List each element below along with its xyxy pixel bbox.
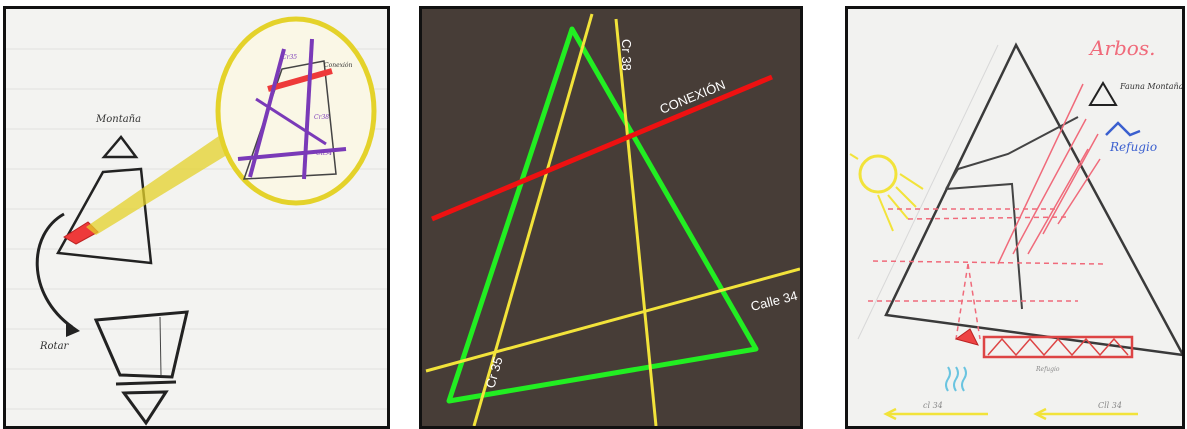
red-marker <box>956 329 978 345</box>
zoom-note-cll34: Cll34 <box>316 150 332 157</box>
small-triangle <box>104 137 136 157</box>
label-montana: Montaña <box>95 114 141 125</box>
truss-pattern <box>988 339 1128 355</box>
zoom-note-conexion: Conexión <box>324 62 353 69</box>
sketch-panel-fauna: Arbos. Fauna Montaña Refugio Refugio cl … <box>845 6 1185 429</box>
zoom-note-cr38: Cr38 <box>314 114 329 121</box>
legend-refugio: Refugio <box>1109 140 1157 154</box>
legend-triangle-icon <box>1090 83 1116 105</box>
wind-marks <box>946 367 966 391</box>
big-triangle <box>886 45 1182 355</box>
red-dashed-lines <box>868 209 1103 339</box>
inverted-trapezoid <box>96 312 187 377</box>
sketch-panel-mountain: Montaña Conexión Cr38 Cr35 Cll34 Rotar <box>3 6 390 429</box>
sketch-mountain-drawing: Montaña Conexión Cr38 Cr35 Cll34 Rotar <box>6 9 387 426</box>
streets-diagram: CONEXIÓN Cr 38 Cr 35 Calle 34 <box>422 9 800 426</box>
zoom-connector <box>86 127 240 235</box>
yellow-line-cr38 <box>616 19 656 426</box>
separator-line <box>116 382 176 384</box>
zoom-note-cr35: Cr35 <box>282 54 297 61</box>
label-calle34: Calle 34 <box>749 288 799 314</box>
label-cr38: Cr 38 <box>619 39 634 71</box>
title-arbos: Arbos. <box>1088 36 1155 60</box>
rotate-arrow <box>37 214 72 327</box>
inverted-small-triangle <box>124 392 166 423</box>
label-base: Refugio <box>1035 366 1060 373</box>
legend-refugio-icon <box>1106 123 1140 135</box>
diagram-panel-streets: CONEXIÓN Cr 38 Cr 35 Calle 34 <box>419 6 803 429</box>
yellow-line-calle34 <box>426 269 800 371</box>
zoom-circle <box>218 19 374 203</box>
label-rotar: Rotar <box>39 341 70 352</box>
label-cr35: Cr 35 <box>482 355 505 390</box>
label-street-right: Cll 34 <box>1098 401 1122 410</box>
legend-fauna: Fauna Montaña <box>1119 82 1182 91</box>
label-street-left: cl 34 <box>923 401 943 410</box>
inner-structure <box>946 117 1078 309</box>
red-line-conexion <box>432 77 772 219</box>
street-arrows <box>886 409 1138 419</box>
fauna-sketch-drawing: Arbos. Fauna Montaña Refugio Refugio cl … <box>848 9 1182 426</box>
